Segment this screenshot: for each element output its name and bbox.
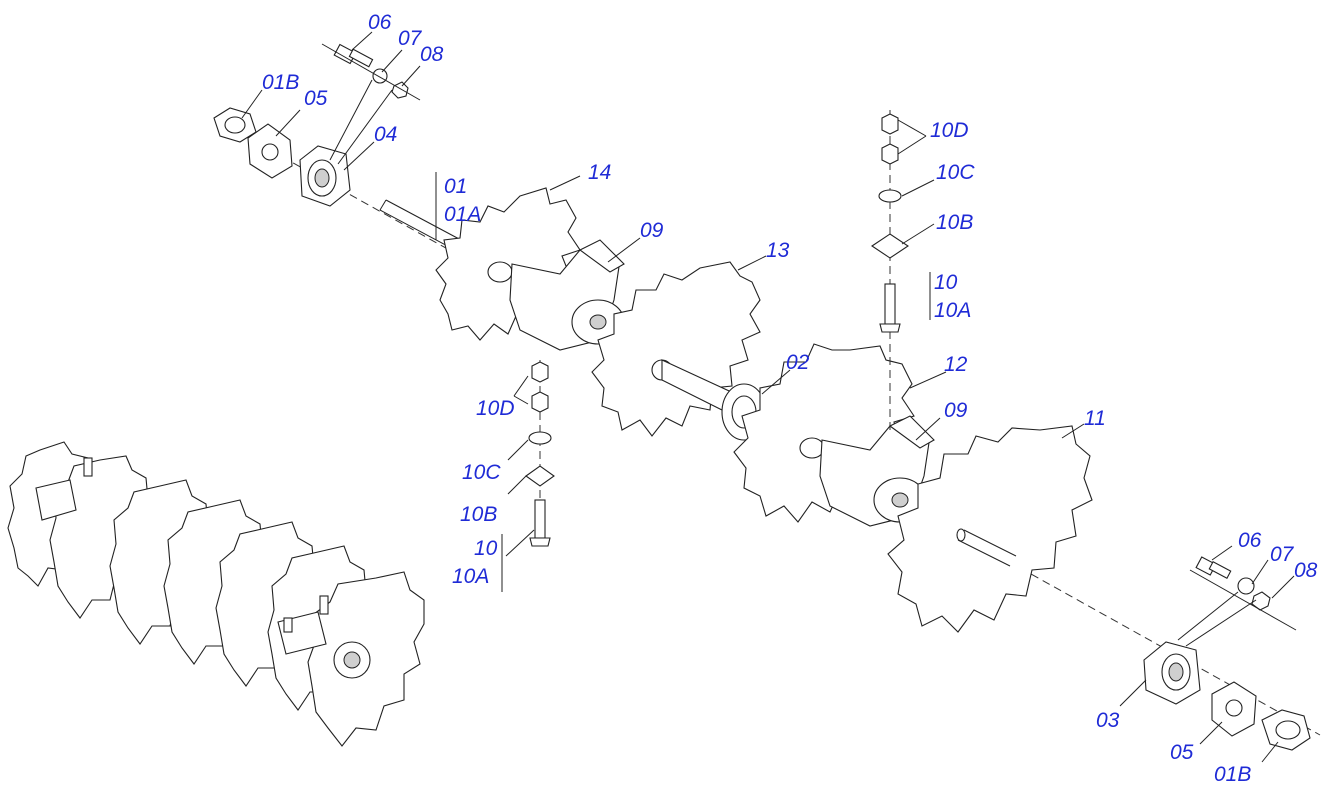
- label-10b-right: 10B: [936, 211, 974, 234]
- label-06-bottom: 06: [1238, 529, 1262, 552]
- label-05-top: 05: [304, 87, 328, 110]
- label-06-top: 06: [368, 11, 392, 34]
- disc-11: [887, 425, 1093, 633]
- bearing-flange-03-right: [1143, 641, 1201, 705]
- label-10b-left: 10B: [460, 503, 498, 526]
- label-04-top: 04: [374, 123, 398, 146]
- label-03: 03: [1096, 709, 1120, 732]
- label-10c-right: 10C: [936, 161, 975, 184]
- disc-12: [733, 343, 915, 523]
- label-10a-right: 10A: [934, 299, 972, 322]
- label-09-left: 09: [640, 219, 664, 242]
- label-10c-left: 10C: [462, 461, 501, 484]
- leader-lines: [241, 31, 1295, 763]
- label-01: 01: [444, 175, 468, 198]
- label-11: 11: [1084, 407, 1106, 430]
- label-01b-bottom: 01B: [1214, 763, 1252, 786]
- label-07-top: 07: [398, 27, 422, 50]
- disc-13: [591, 261, 761, 437]
- assembled-view: [7, 441, 425, 747]
- square-plate-10b-left: [525, 465, 555, 487]
- square-plate-10b-right: [871, 233, 909, 259]
- label-10d-left: 10D: [476, 397, 515, 420]
- bolt-06-left: [333, 43, 374, 68]
- nut-08-left: [391, 81, 409, 99]
- flange-plate-05-right: [1211, 681, 1257, 737]
- washer-07-right: [1237, 577, 1255, 595]
- label-10-left: 10: [474, 537, 498, 560]
- label-05-bottom: 05: [1170, 741, 1194, 764]
- label-12: 12: [944, 353, 968, 376]
- label-08-top: 08: [420, 43, 444, 66]
- flange-plate-05-left: [247, 123, 293, 179]
- label-10d-right: 10D: [930, 119, 969, 142]
- label-09-right: 09: [944, 399, 968, 422]
- label-10-right: 10: [934, 271, 958, 294]
- label-08-bottom: 08: [1294, 559, 1318, 582]
- end-nut-01b-right: [1261, 709, 1311, 751]
- nut-10d-left-upper: [531, 361, 549, 383]
- nut-08-right: [1251, 591, 1271, 611]
- end-nut-01b-left: [213, 107, 257, 143]
- bolt-06-right: [1195, 556, 1232, 579]
- bolt-10-left: [529, 499, 551, 547]
- label-13: 13: [766, 239, 790, 262]
- washer-10c-right: [878, 189, 902, 203]
- nut-10d-left-lower: [531, 391, 549, 413]
- label-10a-left: 10A: [452, 565, 490, 588]
- label-02: 02: [786, 351, 810, 374]
- label-01a: 01A: [444, 203, 482, 226]
- label-07-bottom: 07: [1270, 543, 1294, 566]
- washer-07-left: [372, 68, 388, 84]
- nut-10d-right-lower: [881, 143, 899, 165]
- bolt-10-right: [879, 283, 901, 333]
- shaft-end-right: [956, 528, 1017, 567]
- washer-10c-left: [528, 431, 552, 445]
- label-01b-top: 01B: [262, 71, 300, 94]
- nut-10d-right-upper: [881, 113, 899, 135]
- bearing-flange-04-left: [299, 145, 351, 207]
- bearing-housing-09-left: [487, 239, 625, 351]
- label-14: 14: [588, 161, 612, 184]
